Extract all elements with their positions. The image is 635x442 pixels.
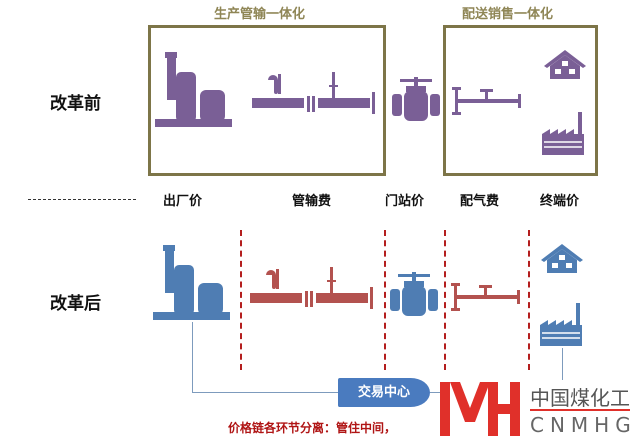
logo-en-text: CNMHG (530, 413, 635, 437)
trading-to-logo-connector (430, 392, 440, 393)
industrial-factory-icon (542, 112, 584, 155)
trading-center-badge: 交易中心 (338, 378, 430, 407)
label-ex-factory-price: 出厂价 (163, 194, 203, 209)
group-title-distribution-sales: 配送销售一体化 (462, 7, 554, 22)
industrial-factory-icon (540, 303, 582, 346)
pipeline-icon (250, 267, 373, 309)
cnmhg-logo: 中国煤化工 CNMHG (440, 380, 635, 442)
divider-line-2 (384, 230, 386, 370)
gas-plant-icon (153, 245, 230, 320)
valve-icon (390, 272, 438, 316)
group-title-production-transport: 生产管输一体化 (214, 7, 306, 22)
production-transport-frame (148, 25, 386, 176)
divider-line-1 (240, 230, 242, 370)
residential-house-icon (541, 244, 583, 273)
pipeline-icon (252, 72, 375, 114)
logo-cn-text: 中国煤化工 (530, 386, 630, 410)
valve-icon (392, 77, 440, 121)
residential-house-icon (544, 50, 586, 79)
enduser-connector (562, 348, 563, 380)
divider-line-4 (528, 230, 530, 370)
label-city-gate-price: 门站价 (385, 194, 425, 209)
distribution-pipe-icon (452, 87, 521, 115)
separator-line (28, 199, 136, 200)
caption: 价格链各环节分离：管住中间， (228, 421, 397, 435)
distribution-pipe-icon (451, 283, 520, 311)
logo-mark-icon (440, 382, 520, 436)
divider-line-3 (444, 230, 446, 370)
label-end-user-price: 终端价 (540, 194, 580, 209)
gas-plant-icon (155, 52, 232, 127)
distribution-sales-frame (443, 25, 598, 176)
row-label-before: 改革前 (50, 94, 101, 114)
logo-rule (530, 409, 630, 411)
row-label-after: 改革后 (50, 294, 101, 314)
label-pipeline-fee: 管输费 (292, 194, 332, 209)
label-distribution-fee: 配气费 (460, 194, 500, 209)
plant-to-trading-connector (192, 322, 343, 393)
